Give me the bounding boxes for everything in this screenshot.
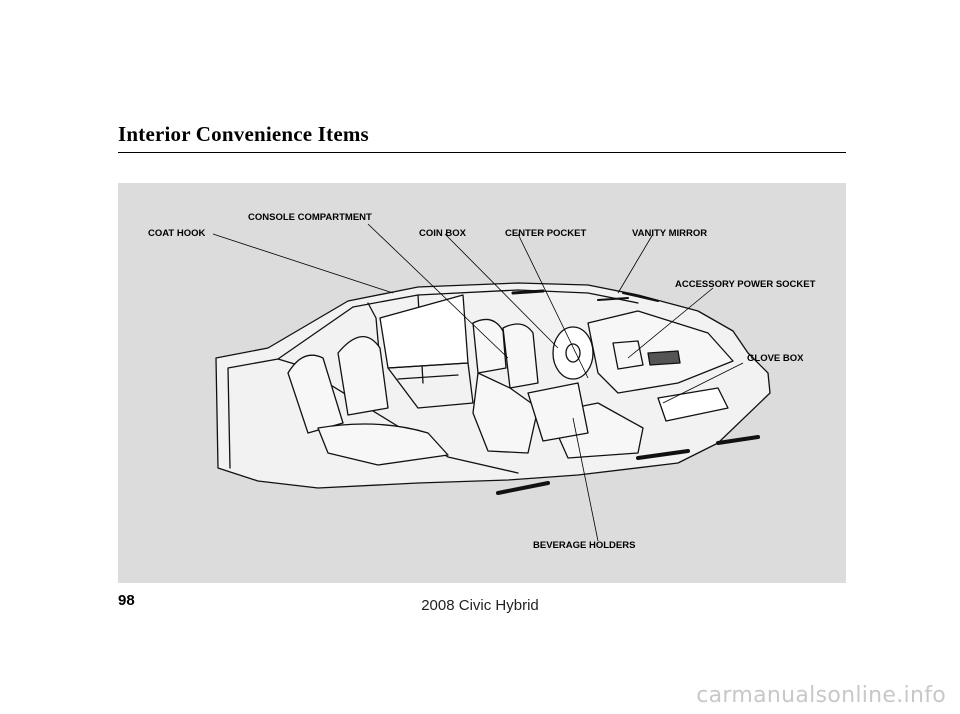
callout-leaders bbox=[212, 223, 744, 542]
callout-console-compartment: CONSOLE COMPARTMENT bbox=[248, 212, 372, 223]
callout-coat-hook: COAT HOOK bbox=[148, 228, 206, 239]
car-interior-drawing bbox=[212, 223, 771, 542]
callout-vanity-mirror: VANITY MIRROR bbox=[632, 228, 708, 239]
footer-model: 2008 Civic Hybrid bbox=[421, 597, 539, 614]
callout-glove-box: GLOVE BOX bbox=[747, 353, 804, 364]
title-rule bbox=[118, 152, 846, 153]
callout-beverage-holders: BEVERAGE HOLDERS bbox=[533, 540, 636, 551]
section-title: Interior Convenience Items bbox=[118, 122, 369, 146]
callout-coin-box: COIN BOX bbox=[419, 228, 466, 239]
callout-accessory-power-socket: ACCESSORY POWER SOCKET bbox=[675, 279, 816, 290]
watermark: carmanualsonline.info bbox=[696, 683, 946, 708]
callout-center-pocket: CENTER POCKET bbox=[505, 228, 587, 239]
page-number: 98 bbox=[118, 592, 135, 609]
interior-illustration: COAT HOOK CONSOLE COMPARTMENT COIN BOX C… bbox=[118, 183, 846, 583]
